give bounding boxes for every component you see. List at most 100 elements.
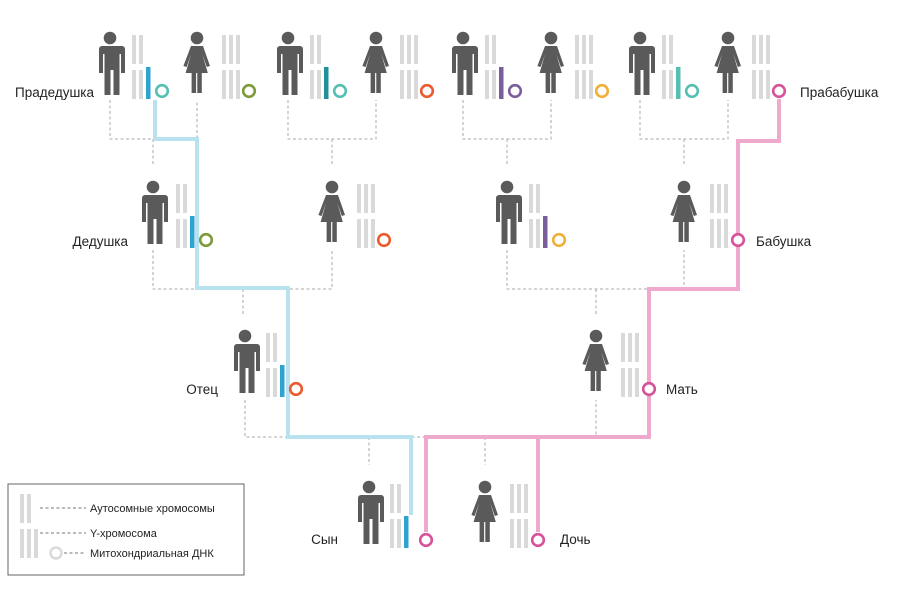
connector-gen2-right	[506, 250, 685, 315]
y-chromosome-icon	[499, 67, 504, 99]
person-great-grandmother-4	[714, 31, 787, 99]
male-person-icon	[357, 480, 384, 544]
person-grandmother-2	[670, 180, 746, 248]
label-mother: Мать	[666, 382, 698, 397]
people-layer	[98, 31, 787, 548]
mitochondria-ring-icon	[419, 83, 435, 99]
label-great-grandfather: Прадедушка	[15, 85, 94, 100]
legend-mitochondrial: Митохондриальная ДНК	[90, 548, 214, 560]
mitochondria-ring-icon	[198, 232, 214, 248]
autosome-pair-icon	[390, 484, 401, 548]
y-chromosome-icon	[404, 516, 409, 548]
connector-gen3	[244, 400, 597, 465]
female-person-icon	[471, 480, 498, 542]
person-grandfather-1	[141, 180, 214, 248]
autosome-pair-icon	[662, 35, 673, 99]
person-mother	[582, 329, 657, 397]
label-grandfather: Дедушка	[72, 234, 128, 249]
female-person-icon	[183, 31, 210, 93]
person-great-grandmother-2	[362, 31, 435, 99]
legend: Аутосомные хромосомы Y-хромосома Митохон…	[7, 483, 245, 576]
female-person-icon	[582, 329, 609, 391]
autosome-pair-icon	[132, 35, 143, 99]
y-chromosome-icon	[324, 67, 329, 99]
mitochondria-ring-icon	[288, 381, 304, 397]
y-chromosome-icon	[280, 365, 285, 397]
mitochondria-ring-icon	[684, 83, 700, 99]
male-person-icon	[495, 180, 522, 244]
mitochondria-ring-icon	[507, 83, 523, 99]
male-person-icon	[276, 31, 303, 95]
mitochondria-ring-icon	[771, 83, 787, 99]
legend-box	[7, 483, 245, 576]
autosome-pair-icon	[621, 333, 632, 397]
label-son: Сын	[311, 532, 338, 547]
mitochondria-ring-icon	[530, 532, 546, 548]
mitochondria-ring-icon	[241, 83, 257, 99]
dashed-connectors	[109, 100, 729, 465]
connector-gen1-pair3	[462, 100, 552, 165]
mitochondria-ring-icon	[730, 232, 746, 248]
person-grandfather-2	[495, 180, 567, 248]
y-lineage-line	[153, 100, 413, 515]
male-person-icon	[98, 31, 125, 95]
y-chromosome-icon	[676, 67, 681, 99]
autosome-pair-icon	[575, 35, 586, 99]
legend-y-chromosome: Y-хромосома	[90, 528, 158, 540]
mitochondria-ring-icon	[641, 381, 657, 397]
connector-gen1-pair2	[287, 100, 377, 165]
autosome-pair-icon	[176, 184, 187, 248]
male-person-icon	[233, 329, 260, 393]
autosome-pair-icon	[529, 184, 540, 248]
y-chromosome-icon	[543, 216, 548, 248]
label-daughter: Дочь	[560, 532, 591, 547]
person-grandmother-1	[318, 180, 392, 248]
person-great-grandfather-2	[276, 31, 348, 99]
autosome-pair-icon	[752, 35, 763, 99]
autosome-pair-icon	[510, 484, 521, 548]
autosome-pair-icon	[310, 35, 321, 99]
label-great-grandmother: Прабабушка	[800, 85, 879, 100]
female-person-icon	[714, 31, 741, 93]
female-person-icon	[537, 31, 564, 93]
mitochondria-ring-icon	[551, 232, 567, 248]
autosome-pair-icon	[222, 35, 233, 99]
female-person-icon	[670, 180, 697, 242]
person-great-grandfather-1	[98, 31, 170, 99]
y-chromosome-icon	[190, 216, 195, 248]
male-person-icon	[451, 31, 478, 95]
person-great-grandfather-4	[628, 31, 700, 99]
legend-autosomal: Аутосомные хромосомы	[90, 503, 215, 515]
person-great-grandfather-3	[451, 31, 523, 99]
autosome-pair-icon	[400, 35, 411, 99]
mitochondria-ring-icon	[418, 532, 434, 548]
autosome-pair-icon	[20, 494, 38, 558]
autosome-pair-icon	[485, 35, 496, 99]
mitochondria-ring-icon	[376, 232, 392, 248]
person-labels: Прадедушка Прабабушка Дедушка Бабушка От…	[15, 85, 879, 547]
person-father	[233, 329, 304, 397]
person-son	[357, 480, 434, 548]
female-person-icon	[318, 180, 345, 242]
male-person-icon	[141, 180, 168, 244]
mitochondria-ring-icon	[154, 83, 170, 99]
autosome-pair-icon	[266, 333, 277, 397]
person-daughter	[471, 480, 546, 548]
person-great-grandmother-3	[537, 31, 610, 99]
connector-gen2-left	[152, 250, 333, 315]
label-grandmother: Бабушка	[756, 234, 812, 249]
mitochondria-ring-icon	[594, 83, 610, 99]
y-chromosome-icon	[146, 67, 151, 99]
mt-lineage-line	[424, 99, 781, 532]
person-great-grandmother-1	[183, 31, 257, 99]
autosome-pair-icon	[710, 184, 721, 248]
autosome-pair-icon	[357, 184, 368, 248]
connector-gen1-pair4	[639, 100, 729, 165]
mitochondria-ring-icon	[332, 83, 348, 99]
male-person-icon	[628, 31, 655, 95]
female-person-icon	[362, 31, 389, 93]
mitochondria-ring-icon	[49, 546, 63, 560]
label-father: Отец	[186, 382, 218, 397]
